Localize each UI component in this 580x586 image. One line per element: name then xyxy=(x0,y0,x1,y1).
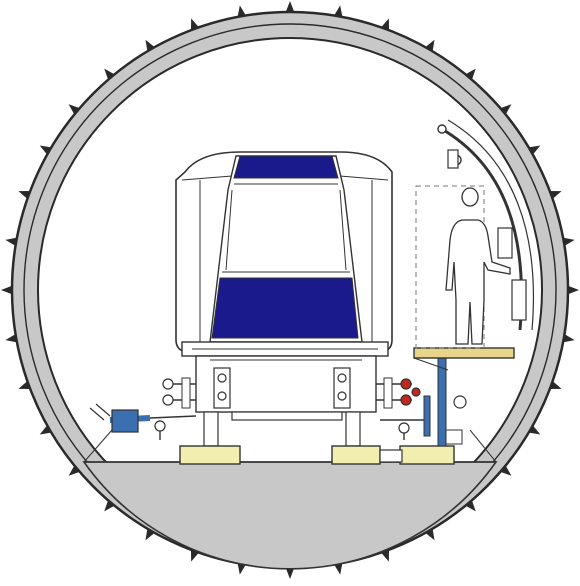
drain-line xyxy=(149,415,197,419)
maintenance-platform xyxy=(413,347,515,359)
blue-pipe-fitting xyxy=(111,409,139,433)
left-bracket xyxy=(181,377,191,409)
ring-rib xyxy=(68,463,82,476)
worker-figure xyxy=(445,187,511,345)
foundation-block-center xyxy=(331,445,381,465)
wall-junction-box xyxy=(511,279,527,321)
platform-brace xyxy=(413,357,449,371)
bolt-right-1 xyxy=(337,373,347,383)
floor-edge-left xyxy=(83,429,113,463)
red-valve-middle xyxy=(411,387,421,397)
ring-rib xyxy=(498,463,512,476)
maglev-vehicle xyxy=(175,151,393,357)
pillar-lines xyxy=(225,189,347,271)
lamp-fixture xyxy=(447,149,459,169)
left-valve-upper xyxy=(162,378,174,390)
wall-bracket-mid xyxy=(497,227,513,259)
ring-rib xyxy=(68,104,82,117)
wall-cable-outer xyxy=(447,119,535,331)
column-base-plate xyxy=(445,429,463,445)
tunnel-invert-floor xyxy=(82,461,498,570)
bolt-right-2 xyxy=(337,391,347,401)
bolt-left-2 xyxy=(217,391,227,401)
ring-rib xyxy=(498,104,512,117)
platform-column xyxy=(437,357,447,447)
lower-windscreen xyxy=(211,277,359,339)
cable-hanger xyxy=(437,124,447,134)
foundation-block-left xyxy=(179,445,241,465)
blue-riser-pipe xyxy=(423,395,431,437)
drain-valve xyxy=(154,420,166,432)
red-valve-upper xyxy=(400,378,412,390)
ring-rib xyxy=(104,498,117,512)
ring-rib xyxy=(463,498,476,512)
riser-valve xyxy=(453,395,467,409)
foundation-block-right xyxy=(399,445,455,465)
ring-rib xyxy=(104,68,117,82)
bolt-left-1 xyxy=(217,373,227,383)
pipe-marker-1 xyxy=(89,407,105,421)
pipe-marker-2 xyxy=(95,403,111,417)
support-leg-left xyxy=(203,411,219,447)
upper-window xyxy=(233,155,339,179)
right-drain-valve xyxy=(398,422,410,434)
guideway-structure xyxy=(195,355,377,447)
cable-trough xyxy=(379,449,403,463)
floor-edge-right xyxy=(469,429,497,463)
guideway-beam xyxy=(231,411,343,421)
left-valve-lower xyxy=(162,394,174,406)
ring-rib xyxy=(463,68,476,82)
left-side-equipment xyxy=(89,377,197,440)
right-bracket xyxy=(383,377,393,409)
red-valve-lower xyxy=(400,394,412,406)
support-leg-right xyxy=(345,411,361,447)
